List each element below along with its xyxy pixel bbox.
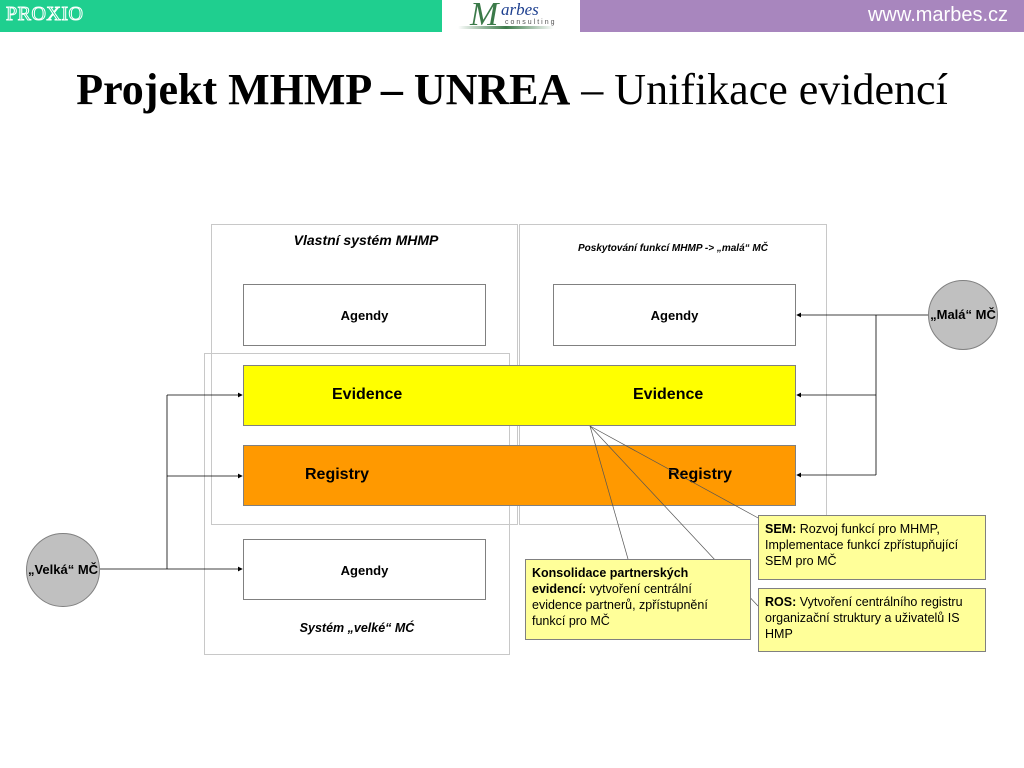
note-konsolidace: Konsolidace partnerských evidencí: vytvo… bbox=[525, 559, 751, 640]
note-ros: ROS: Vytvoření centrálního registru orga… bbox=[758, 588, 986, 652]
page-title: Projekt MHMP – UNREA – Unifikace evidenc… bbox=[0, 64, 1024, 115]
evidence-left-label: Evidence bbox=[332, 386, 403, 403]
frame-mhmp-title: Vlastní systém MHMP bbox=[293, 232, 439, 248]
marbes-logo-word: arbes bbox=[501, 0, 539, 19]
note-sem: SEM: Rozvoj funkcí pro MHMP, Implementac… bbox=[758, 515, 986, 580]
note-ros-text: Vytvoření centrálního registru organizač… bbox=[765, 595, 963, 641]
note-konsolidace-heading: Konsolidace partnerských evidencí: bbox=[532, 566, 689, 596]
title-normal-part: – Unifikace evidencí bbox=[570, 65, 948, 114]
evidence-right-label: Evidence bbox=[633, 386, 704, 403]
agendy-velke-label: Agendy bbox=[340, 563, 389, 578]
frame-velke-title: Systém „velké“ MĆ bbox=[299, 621, 415, 635]
header-green-band bbox=[0, 0, 442, 32]
agendy-mhmp-label: Agendy bbox=[340, 308, 389, 323]
mala-mc-node: „Malá“ MČ bbox=[928, 280, 998, 350]
agendy-services-box: Agendy bbox=[553, 284, 796, 346]
proxio-logo: PROXIO bbox=[5, 3, 84, 26]
registry-left-label: Registry bbox=[305, 466, 370, 483]
note-sem-text: Rozvoj funkcí pro MHMP, Implementace fun… bbox=[765, 522, 959, 568]
frame-services-title: Poskytování funkcí MHMP -> „malá“ MČ bbox=[578, 243, 768, 254]
marbes-logo-sub: consulting bbox=[505, 19, 557, 26]
website-url[interactable]: www.marbes.cz bbox=[867, 4, 1008, 26]
agendy-services-label: Agendy bbox=[650, 308, 699, 323]
note-konsolidace-text: vytvoření centrální evidence partnerů, z… bbox=[532, 582, 708, 628]
velka-mc-node: „Velká“ MČ bbox=[26, 533, 100, 607]
header-purple-band bbox=[580, 0, 1024, 32]
agendy-velke-box: Agendy bbox=[243, 539, 486, 600]
note-ros-heading: ROS: bbox=[765, 595, 797, 609]
registry-band bbox=[243, 445, 796, 506]
note-sem-heading: SEM: bbox=[765, 522, 797, 536]
marbes-logo-swoosh bbox=[458, 26, 554, 29]
agendy-mhmp-box: Agendy bbox=[243, 284, 486, 346]
title-bold-part: Projekt MHMP – UNREA bbox=[76, 65, 571, 114]
mala-mc-connectors bbox=[796, 312, 928, 478]
evidence-band bbox=[243, 365, 796, 426]
registry-right-label: Registry bbox=[668, 466, 733, 483]
velka-mc-connectors bbox=[100, 392, 243, 572]
